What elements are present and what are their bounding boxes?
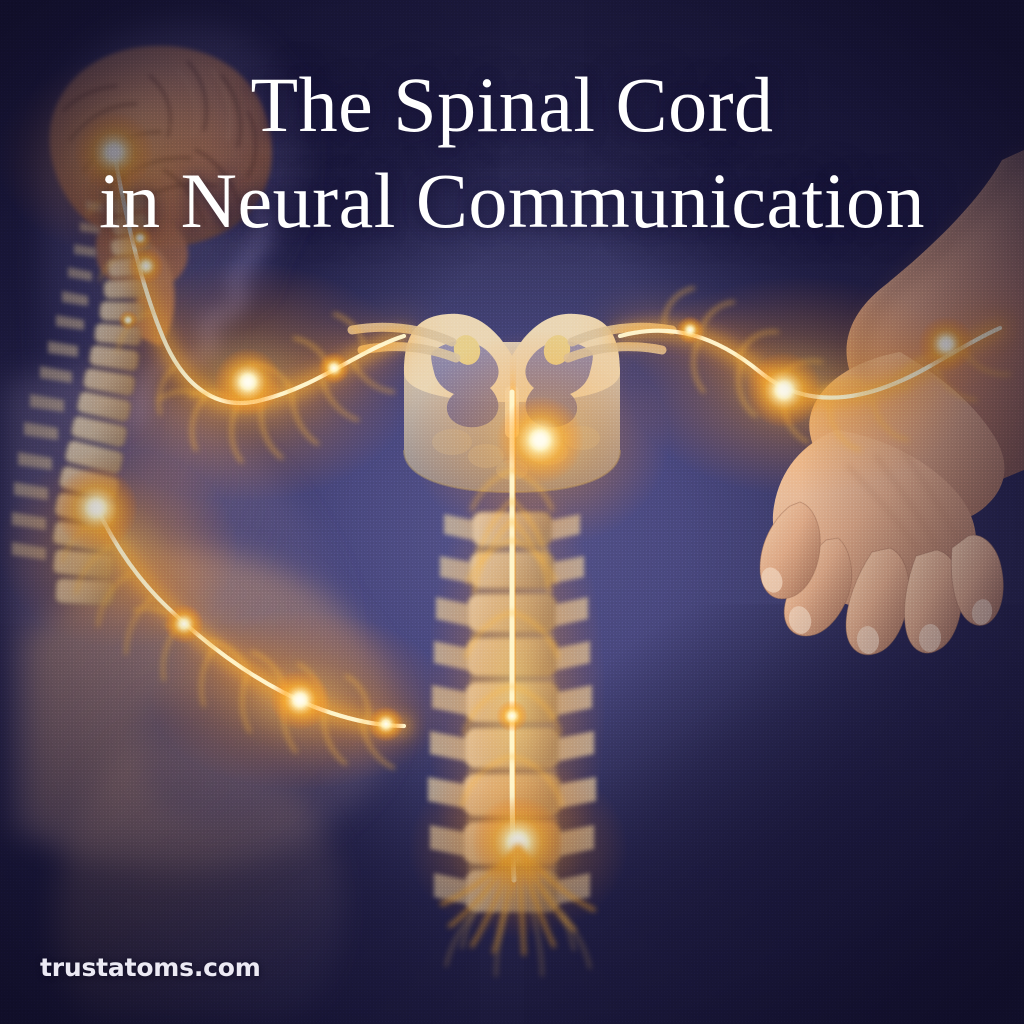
site-watermark: trustatoms.com bbox=[40, 953, 261, 982]
